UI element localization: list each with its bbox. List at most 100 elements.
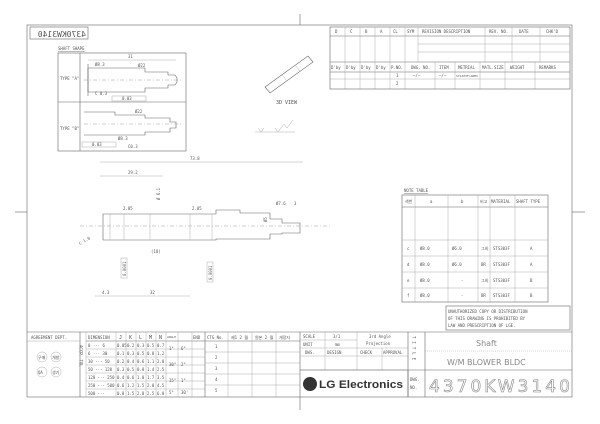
tolerance-headers-2: K	[129, 335, 132, 341]
angle-tolerance: 30°	[169, 362, 176, 367]
main_view-dims-0: 73.8	[190, 156, 200, 161]
tolerance-rows-5-5: 4.5	[157, 383, 165, 388]
angle-tolerance: 1°	[181, 378, 186, 383]
tolerance-rows-4-2: 0.6	[127, 375, 135, 380]
scale_block-projection-1: Projection	[366, 341, 391, 346]
revision-table: D C B A CL SYM REVISION DESCRIPTION REV.…	[329, 26, 571, 90]
angle-tolerance: 30'	[181, 390, 188, 395]
note_table-rows-3-material: STS303F	[493, 293, 510, 298]
revision_table-parts_headers-1: D'by	[346, 65, 356, 70]
note_table-headers-0: 색번	[405, 198, 413, 204]
revision_table-parts_headers-7: METRIAL	[458, 65, 475, 70]
tolerance-rows-5-1: 0.6	[117, 383, 125, 388]
revision_table-headers-0: D	[335, 29, 338, 34]
revision_table-parts_headers-9: WEIGHT	[510, 65, 525, 70]
note_table-headers-5: SHAFT TYPE	[516, 199, 541, 204]
shaft_shape-dims_b-3: 0.03	[92, 142, 102, 147]
note_table-headers-1: a	[430, 199, 433, 204]
tolerance-rows-0-0: 0 ··· 6	[88, 343, 105, 348]
shaft_shape-dims_b-1: Ø8.3	[118, 136, 128, 141]
note_table-rows-3-a: Ø8.0	[420, 293, 430, 298]
angle-tolerance: 5°	[169, 390, 174, 395]
note_table-rows-0-b: Ø6.0	[452, 246, 462, 251]
tolerance-rows-0-2: 0.2	[127, 343, 135, 348]
tolerance-rows-1-2: 0.3	[127, 351, 135, 356]
agreement-label: AGREEMENT DEPT.	[31, 335, 67, 340]
angle-tolerance: 2°	[181, 362, 186, 367]
revision_table-headers-8: DATE	[519, 29, 529, 34]
shaft_shape-dims_a-2: Ø22	[138, 63, 146, 68]
note_table-rows-3-note: BR	[481, 293, 486, 298]
drawing-title: Shaft	[476, 339, 497, 348]
shaft_shape-dims_a-0: 31	[128, 54, 133, 59]
tolerance-rows-1-0: 6 ··· 30	[88, 351, 108, 356]
notice-2: LAW AND PRESCRIPTION OF LGE.	[448, 323, 515, 328]
note_table-rows-0-id: c	[407, 246, 410, 251]
tolerance-rows-5-4: 2.0	[147, 383, 155, 388]
ctg-rows-1: 2	[215, 355, 218, 360]
tolerance-headers-7: END	[193, 335, 201, 340]
tolerance-rows-4-1: 0.4	[117, 375, 125, 380]
scale_block-dws: DWS.	[305, 350, 315, 355]
dwg_no_label-1: NO.	[410, 385, 417, 390]
revision_table-parts_headers-3: D'by	[376, 65, 386, 70]
note_table-rows-3-b: -	[461, 293, 463, 298]
main_view-dims-9: C 1.0	[78, 235, 91, 246]
tolerance-rows-1-3: 0.5	[137, 351, 145, 356]
tolerance-headers-3: L	[139, 335, 142, 341]
agreement-stamps-0: 구매	[38, 354, 46, 360]
note_table-headers-2: b	[461, 199, 464, 204]
tolerance-rows-5-2: 1.2	[127, 383, 135, 388]
tolerance-table: ACCP. TOL DIMENSION J K L M N ANGLE END …	[79, 332, 206, 397]
tolerance-rows-6-4: 2.5	[147, 391, 155, 396]
agreement-stamps-2: QA	[38, 370, 43, 375]
note_table-rows-3-id: f	[407, 293, 410, 298]
tolerance-rows-6-1: 0.8	[117, 391, 125, 396]
mirrored-dwg-number: 4370KW3140	[29, 26, 89, 40]
revision_table-headers-9: CHK'D	[546, 29, 559, 34]
ctg-headers-3: 개정자	[279, 334, 290, 340]
shaft_shape-type_b: TYPE "B"	[60, 126, 79, 131]
tolerance-rows-6-5: 6.0	[157, 391, 165, 396]
tolerance-side: ACCP. TOL	[79, 345, 84, 367]
tolerance-rows-4-4: 1.7	[147, 375, 155, 380]
tolerance-rows-1-5: 1.2	[157, 351, 165, 356]
revision_table-headers-5: SYM	[407, 29, 415, 34]
tolerance-rows-0-4: 0.5	[147, 343, 155, 348]
surface-finish-symbol	[255, 119, 295, 133]
revision_table-parts_headers-6: ITEM	[439, 65, 449, 70]
main_view-dims-7: 3	[294, 201, 297, 206]
ctg-rows-3: 4	[215, 377, 218, 382]
tolerance-rows-3-3: 0.8	[137, 367, 145, 372]
tolerance-rows-3-1: 0.3	[117, 367, 125, 372]
revision_table-parts_rows-0-item: —/—	[439, 73, 447, 78]
tolerance-rows-0-5: 0.7	[157, 343, 165, 348]
note_table-title: NOTE TABLE	[404, 188, 429, 193]
tolerance-headers-4: M	[149, 335, 152, 341]
tolerance-headers-0: DIMENSION	[88, 335, 110, 340]
drawing-number: 4370KW3140	[429, 377, 573, 397]
note_table-rows-1-material: STS303F	[493, 262, 510, 267]
scale_block-scale: 3/1	[333, 334, 341, 339]
note_table-rows-1-type: A	[530, 262, 533, 267]
tolerance-rows-2-0: 30 ··· 50	[88, 359, 110, 364]
view_3d_label: 3D VIEW	[276, 100, 298, 106]
revision_table-parts_headers-0: D'by	[331, 65, 341, 70]
ctg-rows-2: 3	[215, 366, 218, 371]
ctg-headers-0: CTG No.	[207, 335, 224, 340]
note_table-rows-1-note: BR	[481, 262, 486, 267]
revision_table-parts_headers-8: MATL.SIZE	[482, 65, 504, 70]
title-block: Shaft W/M BLOWER BLDC LG Electronics DWG…	[300, 339, 573, 397]
tolerance-rows-4-0: 120 ··· 250	[88, 375, 115, 380]
company: LG Electronics	[319, 379, 403, 391]
main_view-dims-1: 29.2	[128, 170, 138, 175]
shaft_shape-dims_b-2: C0.3	[128, 144, 138, 149]
copyright-notice: UNAUTHORIZED COPY OR DISTRIBUTION OF THI…	[445, 305, 571, 331]
revision_table-headers-4: CL	[393, 29, 398, 34]
revision_table-headers-7: REV. NO.	[489, 29, 508, 34]
